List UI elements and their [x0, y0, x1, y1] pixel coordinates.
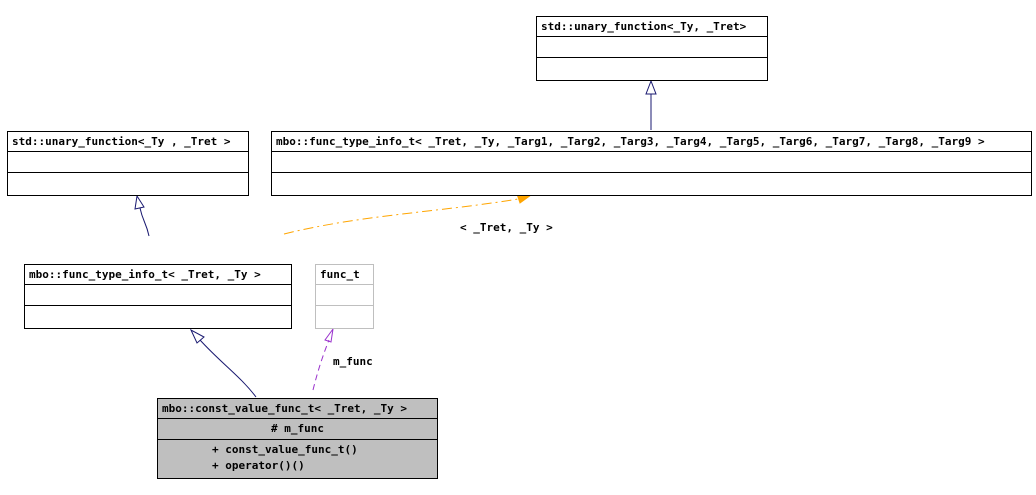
class-name: mbo::func_type_info_t< _Tret, _Ty, _Targ…	[276, 135, 985, 148]
inheritance-arrowhead	[134, 194, 145, 210]
methods-section	[316, 305, 373, 326]
class-const-value-func[interactable]: mbo::const_value_func_t< _Tret, _Ty > # …	[157, 398, 438, 479]
inheritance-arrowhead	[645, 79, 657, 95]
attributes-section	[8, 151, 248, 172]
member-usage-label: m_func	[333, 355, 373, 368]
methods-section	[25, 305, 291, 326]
method-constructor: + const_value_func_t()	[212, 443, 358, 456]
class-name: func_t	[320, 268, 360, 281]
class-func-type-info-full[interactable]: mbo::func_type_info_t< _Tret, _Ty, _Targ…	[271, 131, 1032, 196]
method-call-operator: + operator()()	[212, 459, 305, 472]
class-func-type-info-instance[interactable]: mbo::func_type_info_t< _Tret, _Ty >	[24, 264, 292, 329]
class-name: std::unary_function<_Ty, _Tret>	[541, 20, 747, 33]
methods-section: + const_value_func_t() + operator()()	[158, 439, 437, 478]
methods-section	[8, 172, 248, 193]
usage-arrowhead	[324, 328, 334, 343]
attributes-section	[316, 284, 373, 305]
class-std-unary-function-template[interactable]: std::unary_function<_Ty, _Tret>	[536, 16, 768, 81]
template-args-label: < _Tret, _Ty >	[460, 221, 553, 234]
inheritance-edge-func-type-info-inst-to-unary-inst	[139, 207, 150, 237]
methods-section	[537, 57, 767, 78]
class-std-unary-function-instance[interactable]: std::unary_function<_Ty , _Tret >	[7, 131, 249, 196]
methods-section	[272, 172, 1031, 193]
attributes-section: # m_func	[158, 418, 437, 439]
usage-edge-m-func	[312, 339, 330, 391]
class-name: mbo::const_value_func_t< _Tret, _Ty >	[162, 402, 408, 415]
class-name: mbo::func_type_info_t< _Tret, _Ty >	[29, 268, 261, 281]
class-func-t[interactable]: func_t	[315, 264, 374, 329]
attributes-section	[272, 151, 1031, 172]
attribute-m-func: # m_func	[271, 422, 324, 435]
attributes-section	[537, 36, 767, 57]
inheritance-edge-const-value-func-to-func-type-info	[199, 339, 257, 398]
attributes-section	[25, 284, 291, 305]
class-name: std::unary_function<_Ty , _Tret >	[12, 135, 231, 148]
template-instance-edge	[283, 198, 519, 235]
inheritance-arrowhead	[189, 328, 205, 344]
